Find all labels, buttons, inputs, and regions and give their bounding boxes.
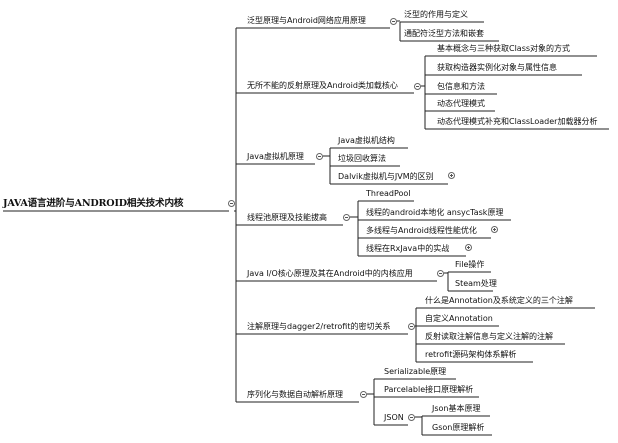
subtopic[interactable]: 线程在RxJava中的实战 — [366, 244, 450, 253]
expand-toggle-icon[interactable] — [465, 244, 472, 251]
branch-topic[interactable]: Java虚拟机原理 — [247, 152, 304, 161]
subtopic[interactable]: 自定义Annotation — [425, 314, 493, 323]
subtopic[interactable]: 基本概念与三种获取Class对象的方式 — [437, 44, 571, 53]
branch-topic[interactable]: 注解原理与dagger2/retrofit的密切关系 — [247, 322, 391, 331]
connector-lines — [3, 20, 609, 436]
subtopic[interactable]: File操作 — [455, 260, 485, 269]
subtopic[interactable]: Serializable原理 — [384, 367, 447, 376]
collapse-toggle-icon[interactable] — [414, 83, 421, 90]
subtopic[interactable]: Steam处理 — [455, 279, 497, 288]
subtopic[interactable]: 什么是Annotation及系统定义的三个注解 — [425, 296, 573, 305]
collapse-toggle-icon[interactable] — [228, 200, 235, 207]
subtopic[interactable]: Parcelable接口原理解析 — [384, 385, 474, 394]
collapse-toggle-icon[interactable] — [437, 270, 444, 277]
collapse-toggle-icon[interactable] — [343, 214, 350, 221]
subtopic[interactable]: 反射读取注解信息与定义注解的注解 — [425, 332, 553, 341]
subtopic[interactable]: 动态代理模式 — [437, 99, 485, 108]
subtopic[interactable]: 通配符泛型方法和嵌套 — [404, 29, 484, 38]
subtopic[interactable]: 动态代理模式补充和ClassLoader加载器分析 — [437, 117, 598, 126]
subtopic[interactable]: 垃圾回收算法 — [338, 154, 386, 163]
root-topic[interactable]: JAVA语言进阶与ANDROID相关技术内核 — [3, 198, 184, 209]
subtopic[interactable]: 泛型的作用与定义 — [404, 10, 468, 19]
branch-topic[interactable]: Java I/O核心原理及其在Android中的内核应用 — [247, 269, 413, 278]
expand-toggle-icon[interactable] — [448, 172, 455, 179]
subtopic[interactable]: JSON — [384, 413, 404, 422]
branch-topic[interactable]: 泛型原理与Android网络应用原理 — [247, 16, 366, 25]
subtopic[interactable]: 多线程与Android线程性能优化 — [366, 226, 477, 235]
branch-topic[interactable]: 序列化与数据自动解析原理 — [247, 390, 343, 399]
subtopic[interactable]: Java虚拟机结构 — [338, 136, 395, 145]
subtopic[interactable]: 线程的android本地化 ansycTask原理 — [366, 208, 504, 217]
branch-topic[interactable]: 无所不能的反射原理及Android类加载核心 — [247, 81, 398, 90]
subtopic[interactable]: 获取构造器实例化对象与属性信息 — [437, 63, 557, 72]
collapse-toggle-icon[interactable] — [316, 153, 323, 160]
leaf-topic[interactable]: Json基本原理 — [432, 404, 481, 413]
subtopic[interactable]: retrofit源码架构体系解析 — [425, 350, 517, 359]
subtopic[interactable]: 包信息和方法 — [437, 82, 485, 91]
subtopic[interactable]: Dalvik虚拟机与JVM的区别 — [338, 172, 434, 181]
collapse-toggle-icon[interactable] — [360, 391, 367, 398]
expand-toggle-icon[interactable] — [491, 226, 498, 233]
collapse-toggle-icon[interactable] — [408, 323, 415, 330]
leaf-topic[interactable]: Gson原理解析 — [432, 423, 485, 432]
collapse-toggle-icon[interactable] — [390, 18, 397, 25]
subtopic[interactable]: ThreadPool — [366, 189, 411, 198]
collapse-toggle-icon[interactable] — [408, 414, 415, 421]
branch-topic[interactable]: 线程池原理及技能拔高 — [247, 213, 327, 222]
